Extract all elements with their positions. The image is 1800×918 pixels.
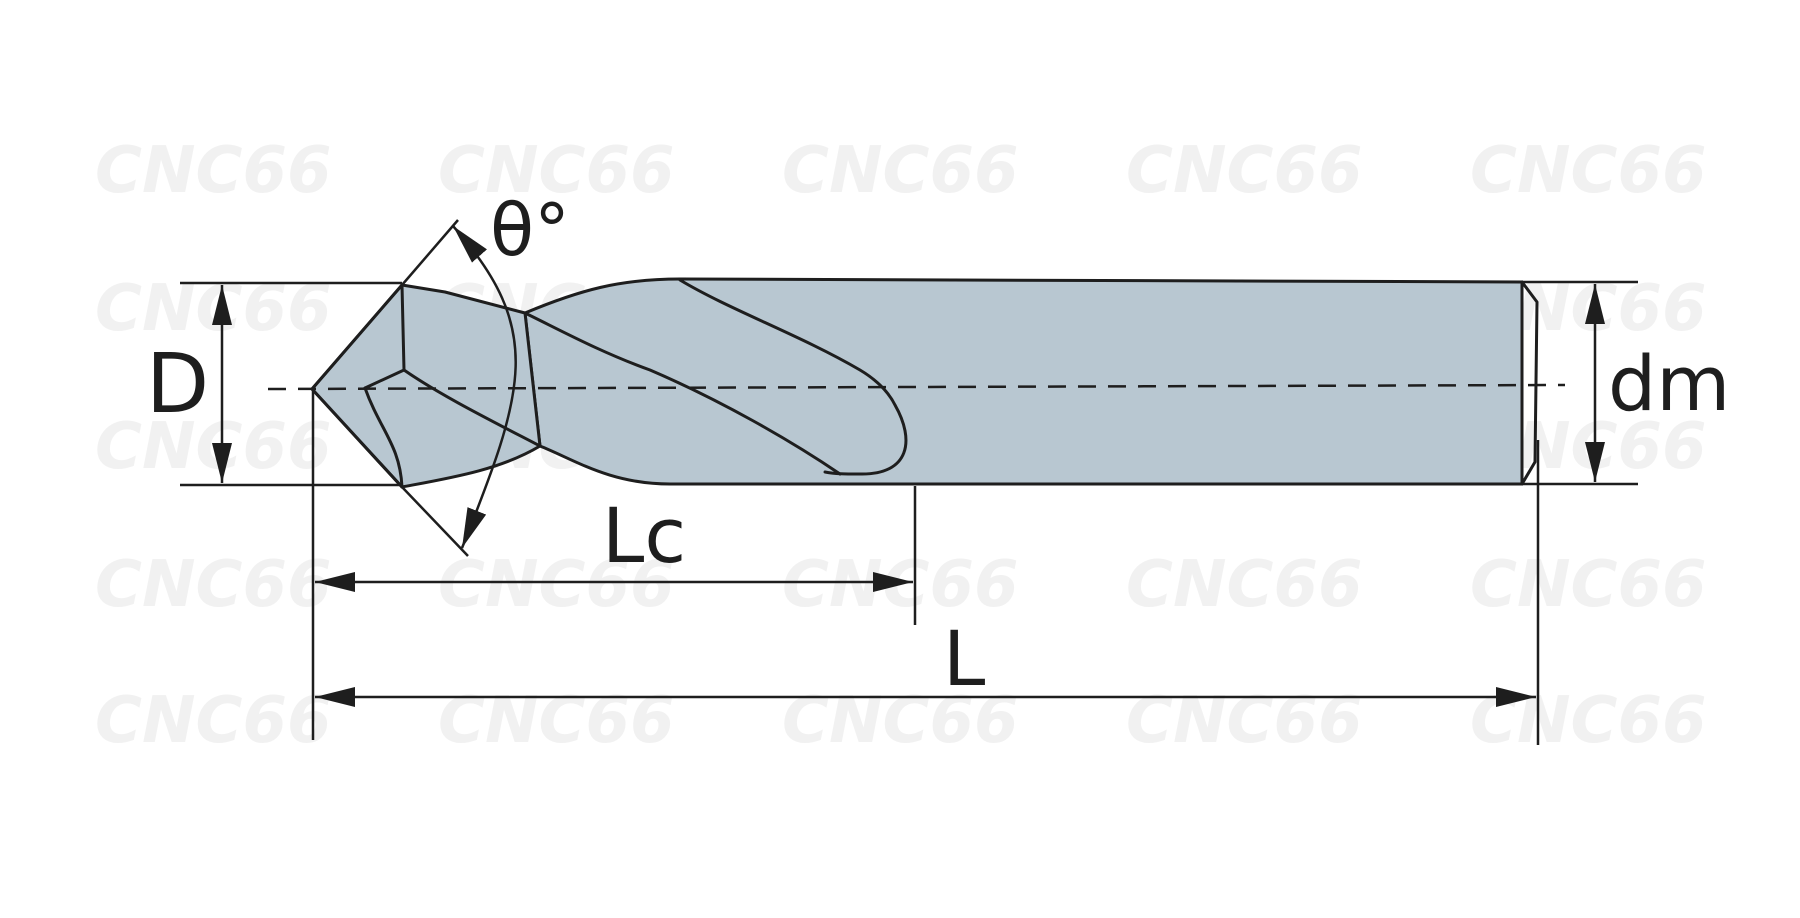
- label-l: L: [943, 614, 985, 703]
- watermark-text: CNC66: [1126, 684, 1363, 758]
- watermark-text: CNC66: [95, 410, 332, 484]
- label-lc: Lc: [602, 491, 686, 580]
- tool-body: [310, 277, 1524, 489]
- watermark-text: CNC66: [782, 134, 1019, 208]
- watermark-text: CNC66: [1470, 134, 1707, 208]
- flute-upper: [523, 311, 842, 476]
- watermark-text: CNC66: [438, 684, 675, 758]
- tip-curve: [363, 386, 404, 489]
- dimension-labels: D dm Lc L θ°: [146, 188, 1730, 703]
- label-angle: θ°: [490, 188, 570, 272]
- tool-details: [310, 278, 1539, 489]
- label-d: D: [146, 337, 209, 432]
- watermark-text: CNC66: [1126, 134, 1363, 208]
- extension-lines: [180, 219, 1638, 745]
- angle-dimension-arrow: [452, 225, 517, 549]
- shank-chamfer: [1520, 280, 1539, 486]
- tip-edge-upper: [310, 283, 406, 391]
- watermark-text: CNC66: [782, 548, 1019, 622]
- watermark-text: CNC66: [1470, 548, 1707, 622]
- watermark-text: CNC66: [95, 548, 332, 622]
- watermark-text: CNC66: [95, 684, 332, 758]
- tip-edge-lower: [310, 387, 404, 489]
- flute-helix: [678, 278, 908, 476]
- watermark-text: CNC66: [438, 134, 675, 208]
- label-dm: dm: [1608, 339, 1730, 428]
- watermark-text: CNC66: [1126, 548, 1363, 622]
- watermark-text: CNC66: [1470, 684, 1707, 758]
- watermark-text: CNC66: [95, 134, 332, 208]
- dimension-arrows: [212, 225, 1605, 707]
